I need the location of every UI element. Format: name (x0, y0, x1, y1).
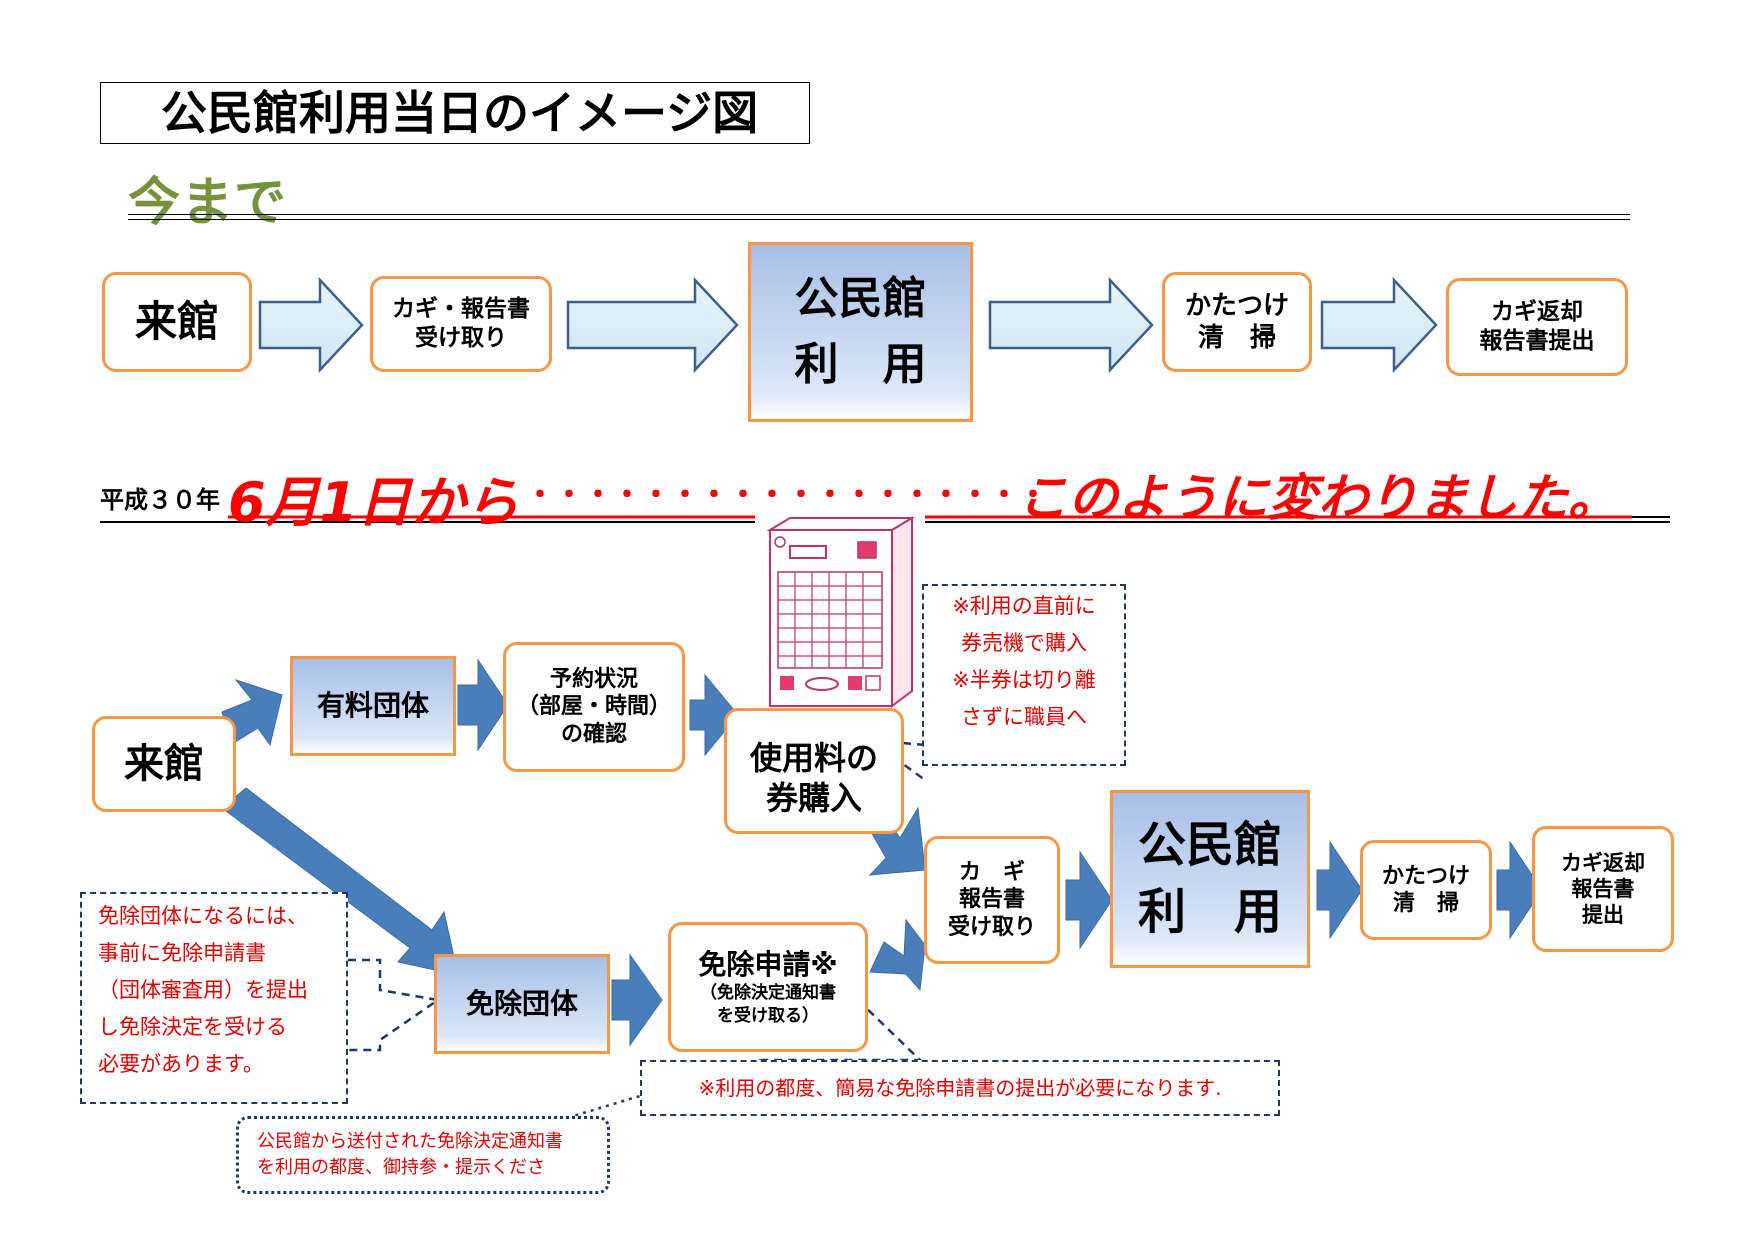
arrow-right-icon (1316, 840, 1363, 940)
exempt-note-callout: 免除団体になるには、 事前に免除申請書 （団体審査用）を提出 し免除決定を受ける… (80, 892, 348, 1104)
step-key-receive: カギ・報告書 受け取り (370, 276, 552, 372)
after-step-key-return: カギ返却 報告書 提出 (1532, 826, 1674, 952)
exempt-note-text: 免除団体になるには、 事前に免除申請書 （団体審査用）を提出 し免除決定を受ける… (98, 904, 308, 1076)
application-note-callout: ※利用の都度、簡易な免除申請書の提出が必要になります. (640, 1060, 1280, 1116)
after-step-paid-group: 有料団体 (290, 656, 456, 756)
divider-before (128, 214, 1630, 220)
arrow-right-icon (611, 953, 663, 1047)
notice-note-callout: 公民館から送付された免除決定通知書 を利用の都度、御持参・提示くださ (236, 1116, 610, 1194)
arrow-right-icon (566, 276, 739, 374)
change-dots: ・・・・・・・・・・・・・・・・・・ (525, 478, 1048, 513)
change-suffix: このように変わりました。 (1018, 469, 1618, 527)
after-step-cleanup: かたつけ 清 掃 (1360, 840, 1492, 940)
arrow-down-right-icon (221, 787, 459, 976)
arrow-right-icon (1320, 276, 1438, 374)
exempt-application-title: 免除申請※ (698, 948, 838, 982)
step-use: 公民館 利 用 (748, 242, 973, 422)
change-prefix: 平成３０年 (100, 486, 220, 514)
notice-note-text: 公民館から送付された免除決定通知書 を利用の都度、御持参・提示くださ (257, 1131, 563, 1178)
after-step-reservation-check: 予約状況 （部屋・時間） の確認 (503, 642, 685, 772)
ticket-note-text: ※利用の直前に 券売機で購入 ※半券は切り離 さずに職員へ (952, 594, 1096, 729)
after-step-exempt-group: 免除団体 (434, 954, 610, 1054)
after-step-ticket-purchase: 使用料の 券購入 (724, 708, 904, 834)
after-step-visit: 来館 (92, 716, 236, 812)
step-visit: 来館 (102, 272, 252, 372)
after-step-key-receive: カ ギ 報告書 受け取り (924, 836, 1060, 964)
step-cleanup: かたつけ 清 掃 (1162, 272, 1312, 372)
arrow-right-icon (988, 276, 1154, 374)
callout-pointer (348, 958, 442, 1052)
ticket-machine-icon (766, 516, 916, 708)
arrow-up-right-icon (221, 679, 283, 747)
application-note-text: ※利用の都度、簡易な免除申請書の提出が必要になります. (698, 1075, 1222, 1100)
change-date: 6月1日から (228, 471, 520, 534)
arrow-right-icon (1065, 850, 1113, 950)
section-heading-before: 今まで (128, 173, 288, 233)
step-key-return: カギ返却 報告書提出 (1446, 278, 1628, 376)
arrow-up-right-icon (869, 918, 926, 992)
arrow-right-icon (457, 658, 509, 752)
arrow-right-icon (258, 276, 364, 374)
after-step-exempt-application: 免除申請※ （免除決定通知書 を受け取る） (668, 922, 868, 1052)
arrow-right-icon (689, 673, 739, 757)
after-step-use: 公民館 利 用 (1110, 790, 1310, 968)
exempt-application-sub: （免除決定通知書 を受け取る） (700, 983, 836, 1026)
ticket-note-callout: ※利用の直前に 券売機で購入 ※半券は切り離 さずに職員へ (922, 584, 1126, 766)
page-title: 公民館利用当日のイメージ図 (100, 82, 810, 144)
arrow-right-icon (1496, 840, 1543, 940)
